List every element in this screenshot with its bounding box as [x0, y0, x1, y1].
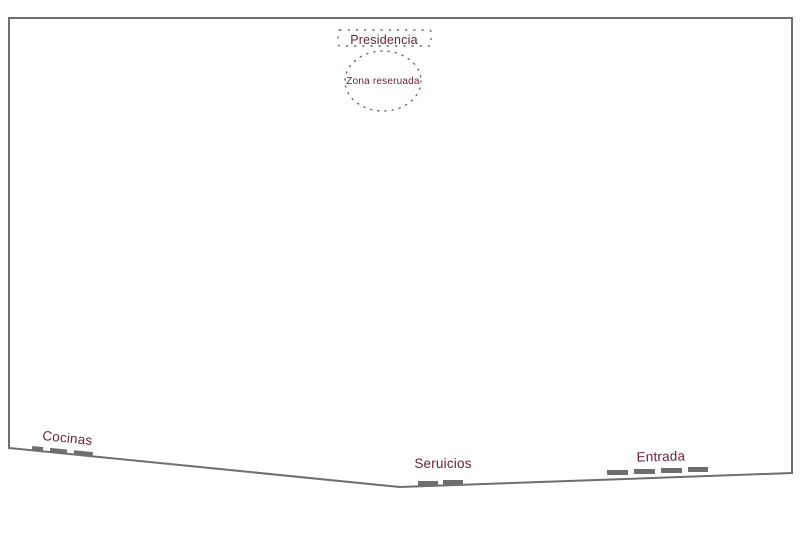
servicios-door [418, 481, 438, 486]
cocinas-label: Cocinas [42, 428, 93, 448]
entrada-door [607, 470, 628, 475]
cocinas-door [31, 446, 44, 453]
cocinas-doors [31, 446, 93, 458]
entrada-door [661, 468, 682, 473]
room-outline [8, 17, 793, 489]
zona-reservada-label: Zona reseruada [346, 76, 420, 87]
cocinas-door [49, 447, 68, 455]
entrada-door [634, 469, 655, 474]
entrada-doors [607, 467, 708, 475]
servicios-doors [418, 480, 463, 486]
servicios-label: Seruicios [414, 456, 471, 471]
zona-reservada-outline [344, 50, 422, 112]
servicios-door [443, 480, 463, 485]
presidencia-label: Presidencia [350, 33, 418, 47]
cocinas-door [73, 450, 93, 458]
presidencia-table-outline [337, 29, 432, 47]
entrada-label: Entrada [636, 448, 685, 464]
entrada-door [688, 467, 708, 472]
